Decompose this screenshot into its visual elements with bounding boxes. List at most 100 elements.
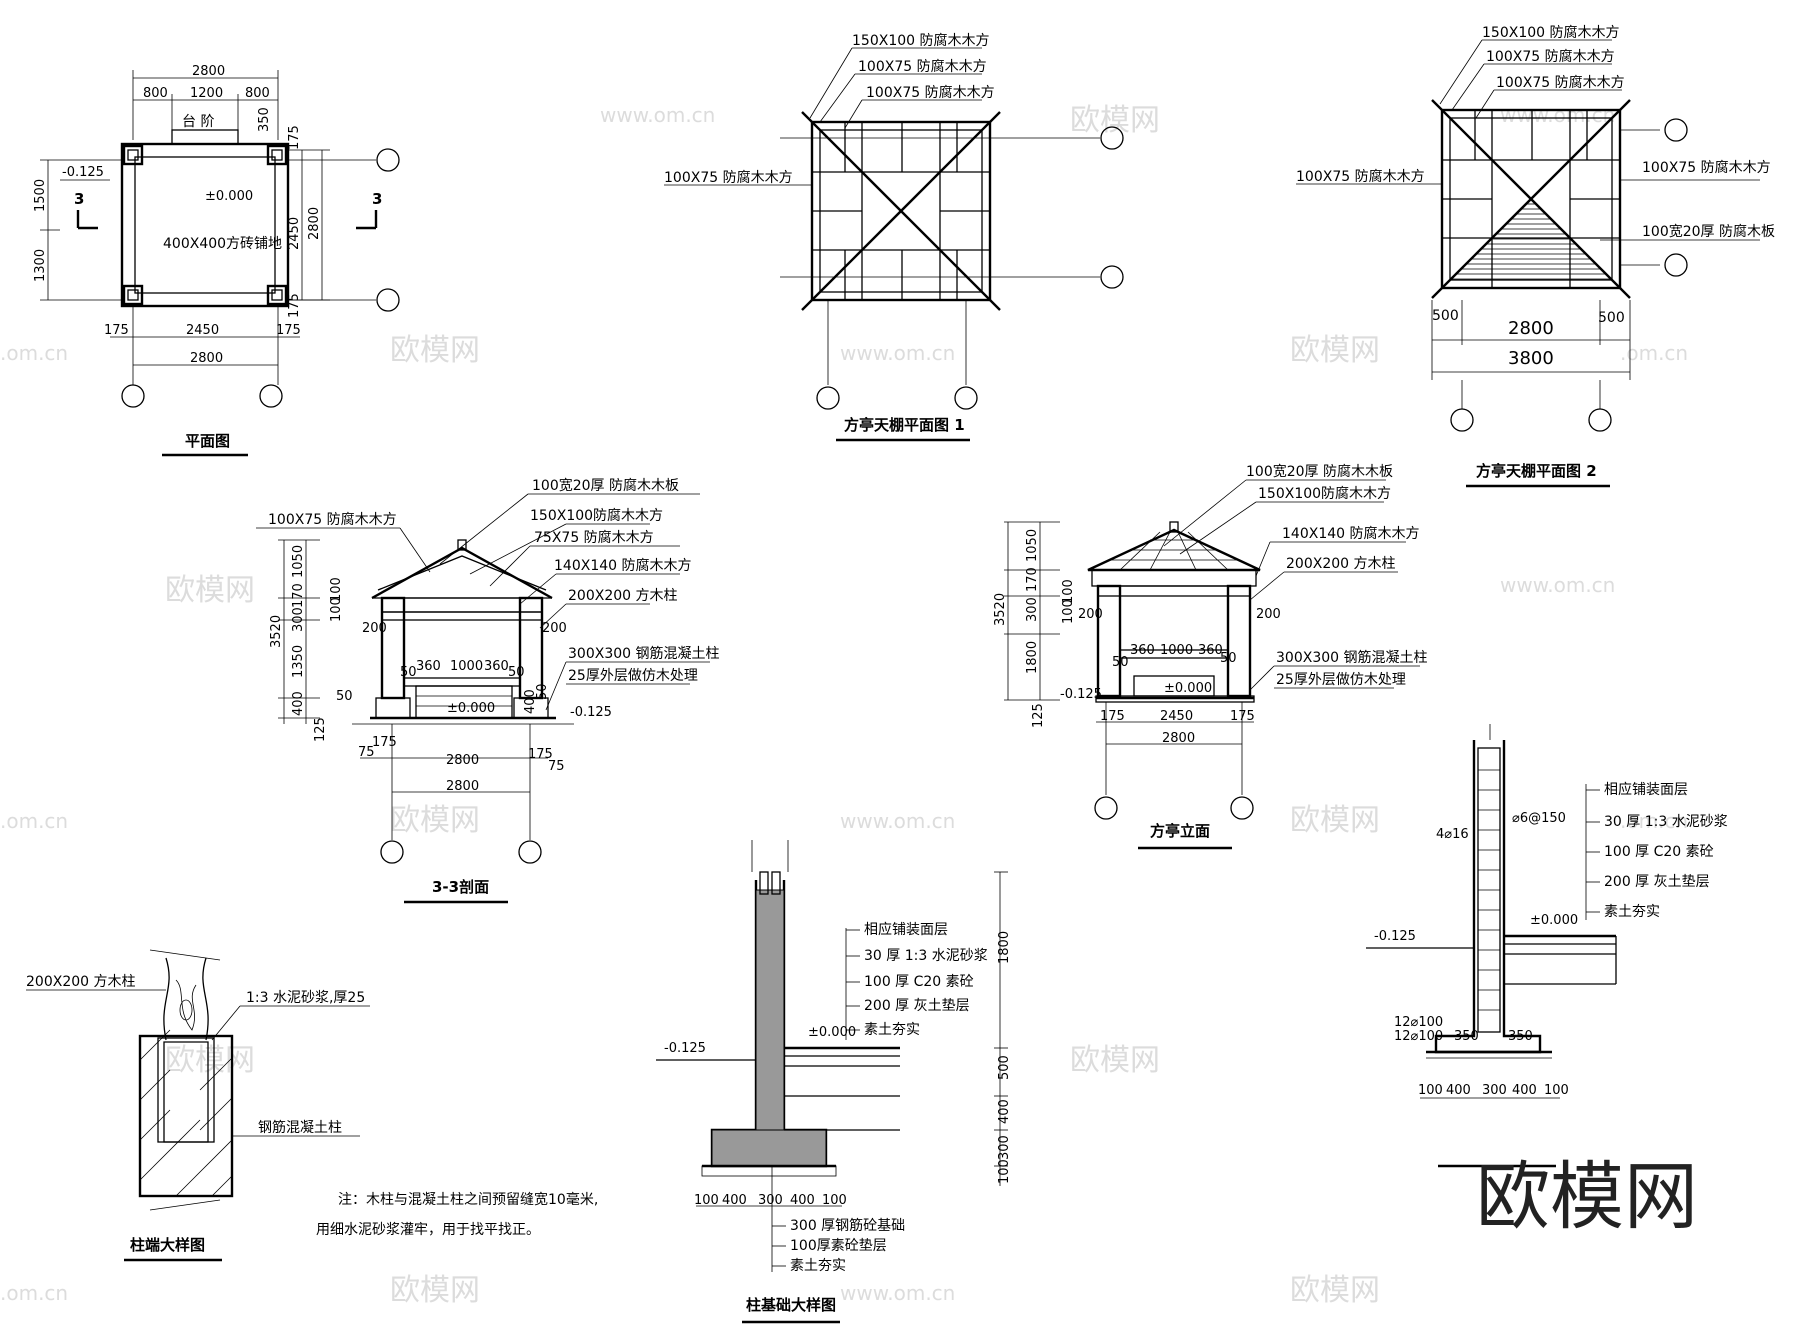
elevation-vdim-inner: 100 [1061, 599, 1076, 624]
roof2-title: 方亭天棚平面图 2 [1476, 462, 1597, 480]
watermark-domain: .om.cn [0, 1281, 68, 1305]
section33-vdim: 125 [313, 717, 328, 742]
elevation-level-low: -0.125 [1060, 687, 1102, 702]
elevation-bottom-dim: 175 [1230, 709, 1255, 724]
foundation-hdim: 100 [822, 1193, 847, 1208]
plan-dim: 2800 [307, 207, 322, 240]
foundation-vdim: 500 [997, 1055, 1012, 1080]
column-end-label: 200X200 方木柱 [26, 974, 135, 990]
watermark-brand: 欧模网 [165, 573, 255, 608]
foundation2-hdim: 400 [1512, 1083, 1537, 1098]
foundation-title: 柱基础大样图 [746, 1296, 836, 1314]
roof2-label: 100宽20厚 防腐木板 [1642, 223, 1775, 240]
elevation-label: 300X300 钢筋混凝土柱 [1276, 649, 1427, 666]
watermark-url: www.om.cn [840, 809, 955, 833]
foundation2-hdim: 100 [1418, 1083, 1443, 1098]
roof2-dim: 2800 [1508, 318, 1554, 339]
foundation-hdim: 100 [694, 1193, 719, 1208]
plan-dim: 175 [276, 323, 301, 338]
foundation-vdim: 400 [997, 1099, 1012, 1124]
roof2-label: 100X75 防腐木木方 [1296, 168, 1425, 185]
section33-hdim: 50 [508, 665, 525, 680]
roof2-label: 100X75 防腐木木方 [1486, 48, 1615, 65]
plan-dim: 175 [287, 125, 302, 150]
foundation-bottom-label: 素土夯实 [790, 1258, 846, 1274]
watermark-brand: 欧模网 [1070, 103, 1160, 138]
elevation-label: 25厚外层做仿木处理 [1276, 672, 1406, 688]
section33-bottom-dim: 75 [358, 745, 375, 760]
section33-hdim: 200 [362, 621, 387, 636]
elevation-vdim: 300 [1025, 597, 1040, 622]
foundation2-label: 相应铺装面层 [1604, 781, 1688, 798]
roof1-title: 方亭天棚平面图 1 [844, 416, 965, 434]
section33-bottom-dim: 2800 [446, 779, 479, 794]
foundation2-label: 100 厚 C20 素砼 [1604, 844, 1714, 860]
foundation-hdim: 400 [722, 1193, 747, 1208]
plan-level: ±0.000 [205, 189, 253, 204]
section33-hdim: 360 [484, 659, 509, 674]
section33-vdim: 170 [291, 583, 306, 608]
section33-label: 140X140 防腐木木方 [554, 557, 691, 574]
foundation-label: 30 厚 1:3 水泥砂浆 [864, 948, 988, 964]
section33-label: 100宽20厚 防腐木木板 [532, 477, 679, 494]
foundation2-label: 素土夯实 [1604, 904, 1660, 920]
roof2-dim: 3800 [1508, 348, 1554, 369]
foundation-hdim: 300 [758, 1193, 783, 1208]
watermark-domain: .om.cn [0, 809, 68, 833]
section33-label: 200X200 方木柱 [568, 588, 677, 604]
column-end-label: 1:3 水泥砂浆,厚25 [246, 990, 365, 1006]
roof-plan-2-drawing: 150X100 防腐木木方 100X75 防腐木木方 100X75 防腐木木方 … [1296, 24, 1775, 488]
elevation-bottom-dim: 2800 [1162, 731, 1195, 746]
elevation-bottom-dim: 175 [1100, 709, 1125, 724]
brand-logo: 欧模网 [1476, 1154, 1698, 1240]
watermark-brand: 欧模网 [390, 803, 480, 838]
foundation2-hdim: 300 [1482, 1083, 1507, 1098]
foundation2-rebar: 12⌀100 [1394, 1015, 1443, 1030]
column-end-title: 柱端大样图 [130, 1236, 205, 1254]
roof2-dim: 500 [1432, 308, 1459, 324]
watermark-brand: 欧模网 [165, 1043, 255, 1078]
elevation-hdim: 50 [1220, 651, 1237, 666]
foundation-2-drawing: ±0.000 -0.125 4⌀16 ⌀6@150 12⌀100 12⌀100 … [1366, 724, 1728, 1168]
section33-vdim: 400 [291, 691, 306, 716]
foundation2-hdim: 100 [1544, 1083, 1569, 1098]
foundation-bottom-label: 300 厚钢筋砼基础 [790, 1217, 905, 1234]
column-end-label: 钢筋混凝土柱 [258, 1119, 342, 1136]
plan-dim: 2800 [190, 351, 223, 366]
section33-label: 150X100防腐木木方 [530, 507, 663, 524]
section33-title: 3-3剖面 [432, 878, 489, 896]
foundation-bottom-label: 100厚素砼垫层 [790, 1238, 887, 1254]
plan-dim: 800 [245, 86, 270, 101]
section33-level-low: -0.125 [570, 705, 612, 720]
foundation2-rebar: ⌀6@150 [1512, 811, 1566, 826]
foundation2-level-low: -0.125 [1374, 929, 1416, 944]
section33-hdim: 200 [542, 621, 567, 636]
plan-drawing: 2800 800 1200 800 350 台 阶 ±0.000 400X400… [33, 64, 400, 457]
elevation-vdim: 3520 [993, 593, 1008, 626]
section33-vdim: 300 [291, 607, 306, 632]
section33-label: 300X300 钢筋混凝土柱 [568, 645, 719, 662]
elevation-label: 100宽20厚 防腐木木板 [1246, 463, 1393, 480]
section33-level: ±0.000 [447, 701, 495, 716]
elevation-vdim: 125 [1031, 703, 1046, 728]
section33-vdim: 3520 [269, 615, 284, 648]
section33-vdim-inner: 100 [329, 597, 344, 622]
watermark-domain: .om.cn [1620, 809, 1688, 833]
section33-label: 25厚外层做仿木处理 [568, 668, 698, 684]
foundation2-hdim: 400 [1446, 1083, 1471, 1098]
plan-dim: 175 [287, 293, 302, 318]
plan-section-mark: 3 [372, 190, 382, 208]
foundation-vdim: 300 [997, 1135, 1012, 1160]
plan-dim: 350 [257, 107, 272, 132]
section-3-3-drawing: ±0.000 -0.125 1050 170 300 1350 400 3520… [256, 477, 719, 904]
plan-dim: 2450 [287, 217, 302, 250]
watermark-url: www.om.cn [600, 103, 715, 127]
plan-step-label: 台 阶 [182, 114, 214, 130]
watermark-url: www.om.cn [1500, 573, 1615, 597]
section33-bottom-dim: 175 [372, 735, 397, 750]
elevation-level: ±0.000 [1164, 681, 1212, 696]
elevation-vdim: 170 [1025, 567, 1040, 592]
section33-label: 75X75 防腐木木方 [534, 529, 654, 546]
section33-bottom-dim: 75 [548, 759, 565, 774]
roof2-label: 100X75 防腐木木方 [1642, 159, 1771, 176]
